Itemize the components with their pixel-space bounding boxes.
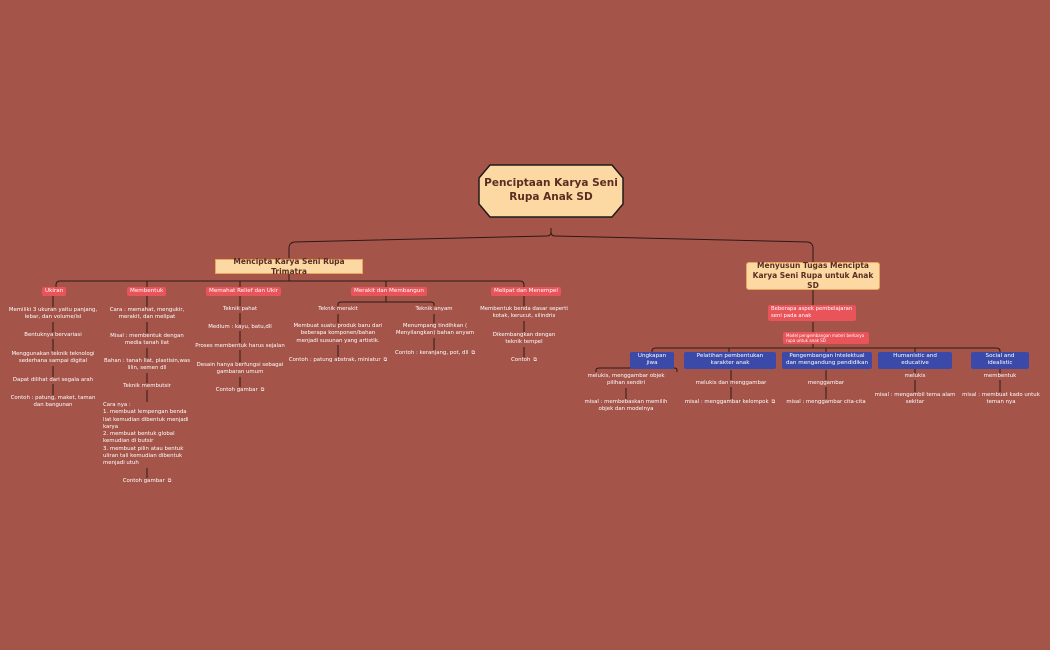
membentuk-item-6-label: Contoh gambar <box>122 478 165 484</box>
pengembangan-item-1: menggambar <box>796 380 856 388</box>
external-link-icon[interactable]: ⧉ <box>167 478 172 484</box>
membentuk-item-2: Misal : membentuk dengan media tanah lia… <box>102 333 192 348</box>
ukiran-item-3: Menggunakan teknik teknologi sederhana s… <box>5 351 101 366</box>
membentuk-item-5: Cara nya : 1. membuat lempengan benda li… <box>103 402 193 468</box>
external-link-icon[interactable]: ⧉ <box>471 350 476 356</box>
tag-merakit[interactable]: Merakit dan Membangun <box>351 287 427 297</box>
pelatihan-item-1: melukis dan menggambar <box>688 380 774 388</box>
memahat-item-4: Desain hanya berfungsi sebagai gambaran … <box>195 362 285 377</box>
social-item-2: misal : membuat kado untuk teman nya <box>960 392 1042 407</box>
merakit-item-2: Membuat suatu produk baru dari beberapa … <box>290 323 386 345</box>
ukiran-item-2: Bentuknya bervariasi <box>15 332 91 340</box>
memahat-item-2: Medium : kayu, batu,dll <box>200 324 280 332</box>
root-node[interactable]: Penciptaan Karya Seni Rupa Anak SD <box>478 164 624 218</box>
external-link-icon[interactable]: ⧉ <box>533 357 537 363</box>
pelatihan-item-2-label: misal : menggambar kelompok <box>684 399 769 405</box>
ukiran-item-1: Memiliki 3 ukuran yaitu panjang, lebar, … <box>5 307 101 322</box>
aspek-node[interactable]: Beberapa aspek pembelajaran seni pada an… <box>768 305 856 321</box>
melipat-item-3[interactable]: Contoh⧉ <box>500 357 548 365</box>
memahat-item-3: Proses membentuk harus sejalan <box>190 343 290 351</box>
merakit-item-3-label: Contoh : patung abstrak, miniatur <box>288 357 381 363</box>
social-item-1: membentuk <box>974 373 1026 381</box>
main-node-tugas[interactable]: Menyusun Tugas Mencipta Karya Seni Rupa … <box>746 261 880 290</box>
main-node-trimatra[interactable]: Mencipta Karya Seni Rupa Trimatra <box>215 256 363 276</box>
tag-pengembangan[interactable]: Pengembangan Intelektual dan mengandung … <box>782 352 872 369</box>
membentuk-item-4: Teknik membutsir <box>112 383 182 391</box>
model-node[interactable]: Model pengembangan materi berkarya rupa … <box>783 332 869 345</box>
humanistic-item-1: melukis <box>890 373 940 381</box>
anyam-item-3-label: Contoh : keranjang, pot, dll <box>394 350 469 356</box>
anyam-item-2: Menumpang tindihkan ( Menyilangkan) baha… <box>394 323 476 338</box>
ungkapan-item-2: misal : membebaskan memilih objek dan mo… <box>583 399 669 414</box>
external-link-icon[interactable]: ⧉ <box>260 387 265 393</box>
main-node-tugas-label: Menyusun Tugas Mencipta Karya Seni Rupa … <box>752 261 874 290</box>
external-link-icon[interactable]: ⧉ <box>771 399 776 405</box>
melipat-item-3-label: Contoh <box>511 357 531 363</box>
ungkapan-item-1: melukis, menggambar objek pilihan sendir… <box>583 373 669 388</box>
tag-ungkapan-jiwa[interactable]: Ungkapan jiwa <box>630 352 674 369</box>
root-title: Penciptaan Karya Seni Rupa Anak SD <box>484 177 618 203</box>
main-node-trimatra-label: Mencipta Karya Seni Rupa Trimatra <box>233 256 345 276</box>
tag-pelatihan[interactable]: Pelatihan pembentukan karakter anak <box>684 352 776 369</box>
ukiran-item-4: Dapat dilihat dari segala arah <box>10 377 96 385</box>
melipat-item-2: Dikembangkan dengan teknik tempel <box>484 332 564 347</box>
anyam-item-1: Teknik anyam <box>404 306 464 314</box>
humanistic-item-2: misal : mengambil tema alam sekitar <box>872 392 958 407</box>
membentuk-item-1: Cara : memahat, mengukir, merakit, dan m… <box>102 307 192 322</box>
pelatihan-item-2[interactable]: misal : menggambar kelompok⧉ <box>678 399 782 407</box>
tag-membentuk[interactable]: Membentuk <box>127 287 167 297</box>
root-node-shape <box>478 164 624 218</box>
melipat-item-1: Membentuk benda dasar seperti kotak, ker… <box>478 306 570 321</box>
tag-melipat[interactable]: Melipat dan Menempel <box>491 287 561 297</box>
external-link-icon[interactable]: ⧉ <box>383 357 388 363</box>
tag-social[interactable]: Social and idealistic <box>971 352 1029 369</box>
tag-memahat[interactable]: Memahat Relief dan Ukir <box>206 287 281 297</box>
merakit-item-3[interactable]: Contoh : patung abstrak, miniatur⧉ <box>286 357 390 365</box>
anyam-item-3[interactable]: Contoh : keranjang, pot, dll⧉ <box>390 350 480 358</box>
tag-humanistic[interactable]: Humanistic and educative <box>878 352 952 369</box>
pengembangan-item-2: misal : menggambar cita-cita <box>782 399 870 407</box>
merakit-item-1: Teknik merakit <box>308 306 368 314</box>
tag-ukiran[interactable]: Ukiran <box>42 287 67 297</box>
membentuk-item-6[interactable]: Contoh gambar⧉ <box>112 478 182 486</box>
membentuk-item-3: Bahan : tanah liat, plastisin,was lilin,… <box>102 358 192 373</box>
memahat-item-1: Teknik pahat <box>200 306 280 314</box>
memahat-item-5-label: Contoh gambar <box>215 387 258 393</box>
ukiran-item-5: Contoh : patung, maket, taman dan bangun… <box>5 395 101 410</box>
memahat-item-5[interactable]: Contoh gambar⧉ <box>200 387 280 395</box>
